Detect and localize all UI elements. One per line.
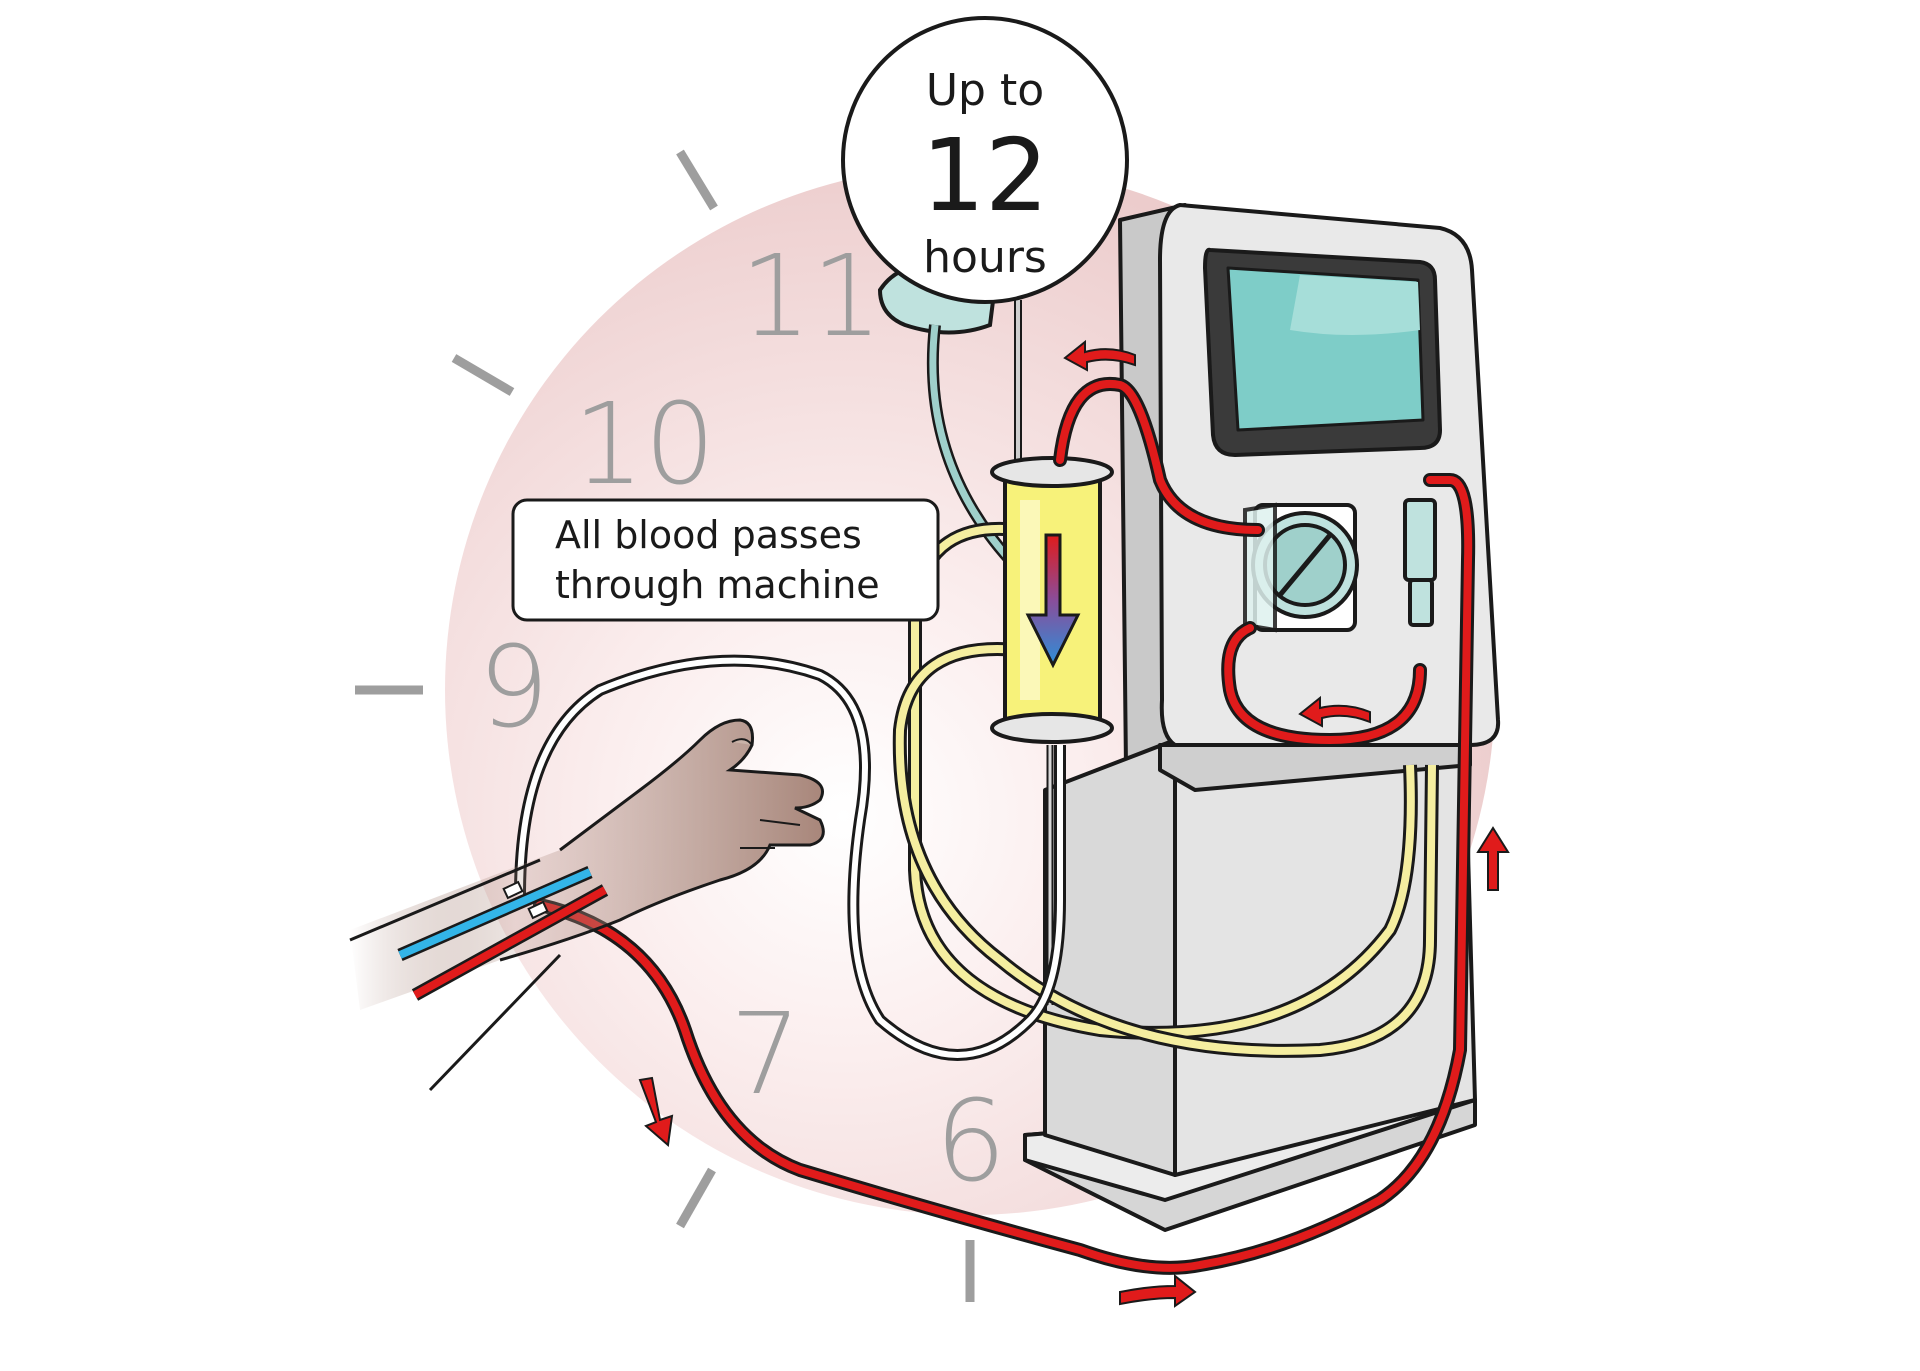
vessels [397, 866, 609, 1001]
clock-number-7: 7 [730, 990, 801, 1120]
time-bubble: Up to 12 hours [841, 16, 1129, 304]
time-bubble-line2: 12 [921, 117, 1048, 234]
blood-pump [1243, 502, 1359, 633]
clock-number-6: 6 [935, 1077, 1006, 1207]
clock-number-9: 9 [478, 623, 549, 753]
time-bubble-line1: Up to [926, 65, 1044, 116]
callout-line1: All blood passes [555, 513, 862, 557]
clock-ticks [355, 149, 975, 1302]
clock-number-11: 11 [740, 232, 883, 362]
callout-line2: through machine [555, 563, 880, 607]
flow-arrow-shelf [1298, 695, 1371, 728]
arm [349, 718, 825, 1092]
dialysis-machine [1023, 203, 1501, 1232]
flow-arrow-bottom [1119, 1273, 1197, 1308]
callout: All blood passes through machine [511, 498, 940, 622]
blood-filter [990, 456, 1114, 744]
needles [502, 880, 549, 920]
blood-tube [533, 376, 1476, 1275]
clock-numbers: 11 10 9 7 6 [478, 232, 1006, 1207]
flow-arrow-top [1063, 339, 1136, 372]
flow-arrows [638, 339, 1510, 1308]
flow-arrow-down-left [638, 1076, 674, 1147]
clock-number-10: 10 [573, 380, 716, 510]
drip-chamber [1403, 498, 1437, 627]
flow-arrow-up [1476, 826, 1510, 891]
time-bubble-line3: hours [923, 232, 1047, 283]
filter-flow-arrow [1025, 533, 1081, 669]
